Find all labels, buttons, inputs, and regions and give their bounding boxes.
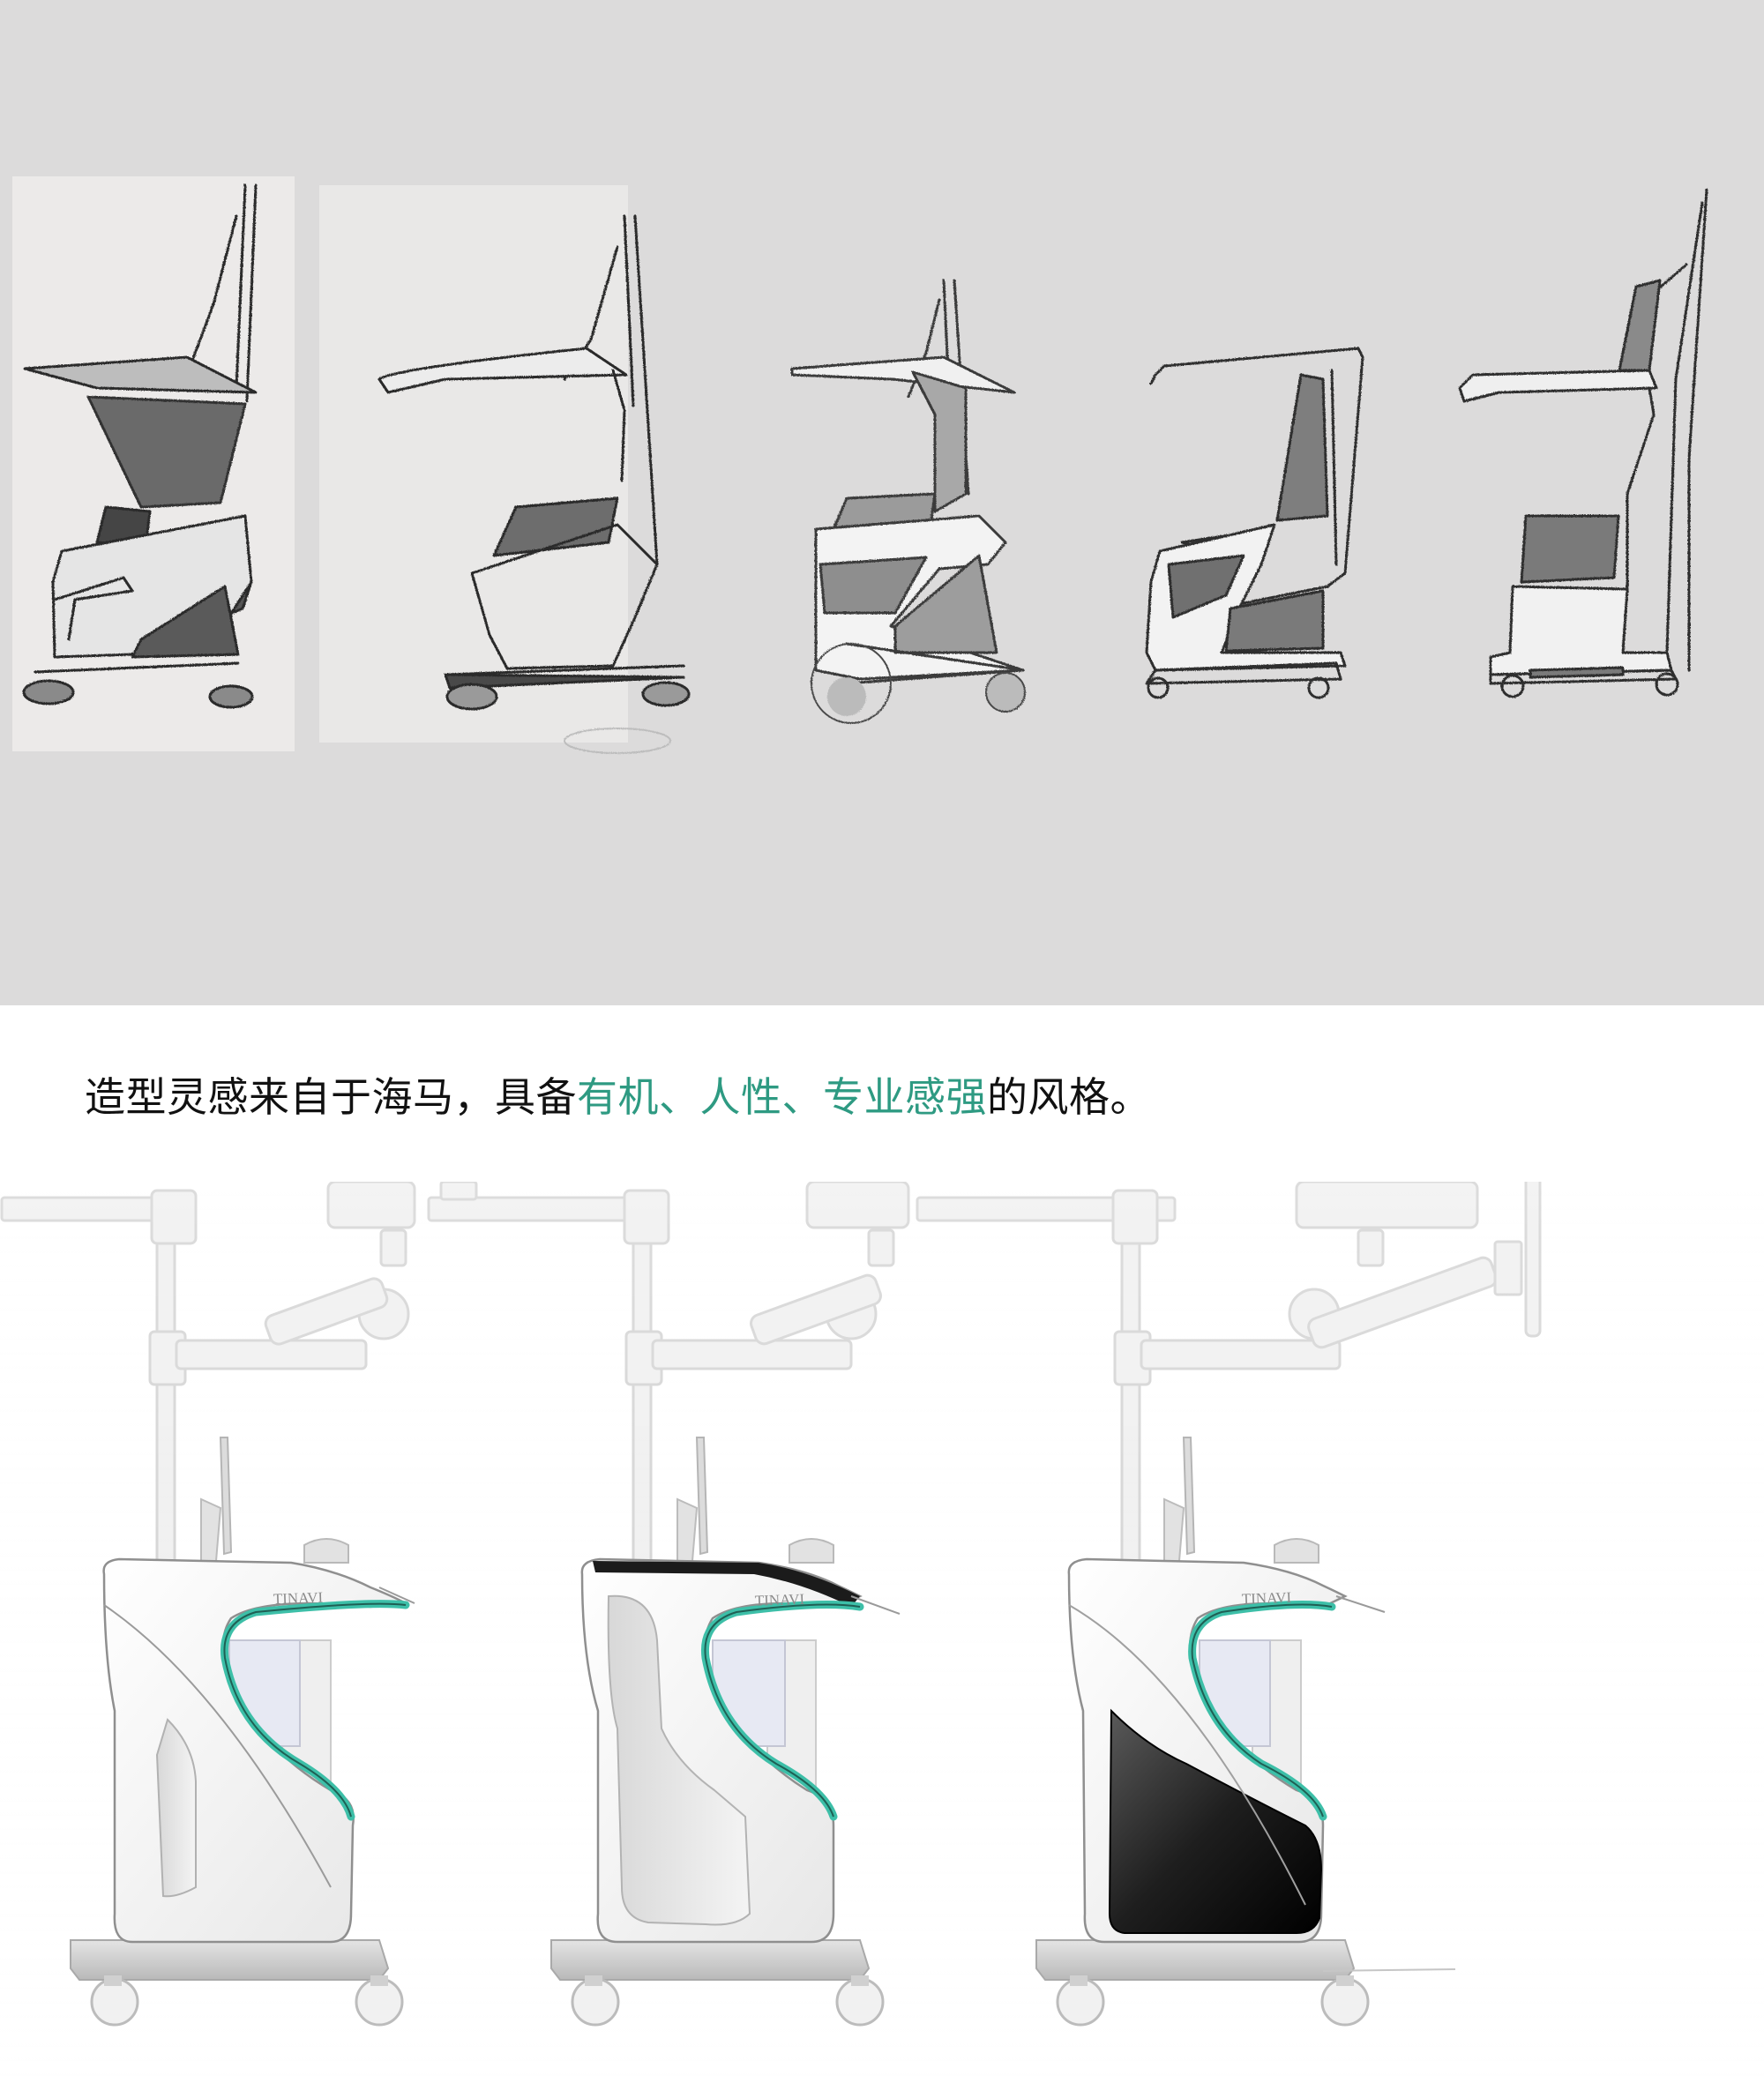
sketch-cart-3	[790, 279, 1026, 724]
render-panel: TINAVI TINAVI	[0, 1182, 1764, 2083]
cart-render-2: TINAVI	[550, 1437, 901, 2027]
brand-label-2: TINAVI	[754, 1591, 804, 1609]
caption-part-2: 的风格。	[987, 1073, 1151, 1121]
cart-render-1: TINAVI	[70, 1437, 415, 2027]
brand-label-3: TINAVI	[1241, 1589, 1291, 1608]
sketch-cart-2	[377, 214, 691, 754]
caption-highlight: 有机、人性、专业感强	[577, 1073, 987, 1121]
brand-label-1: TINAVI	[273, 1589, 323, 1608]
cart-renders: TINAVI TINAVI	[0, 1182, 1764, 2083]
sketch-paper-2	[319, 185, 628, 743]
caption-part-1: 造型灵感来自于海马，具备	[85, 1073, 577, 1121]
sketch-cart-4	[1145, 347, 1364, 699]
sketch-cart-1	[22, 183, 258, 709]
sketch-panel	[0, 0, 1764, 1005]
caption-text: 造型灵感来自于海马，具备有机、人性、专业感强的风格。	[85, 1071, 1151, 1124]
sketch-cart-5	[1458, 188, 1708, 698]
sketch-illustrations	[12, 176, 1708, 754]
cart-render-3: TINAVI	[1035, 1437, 1456, 2027]
